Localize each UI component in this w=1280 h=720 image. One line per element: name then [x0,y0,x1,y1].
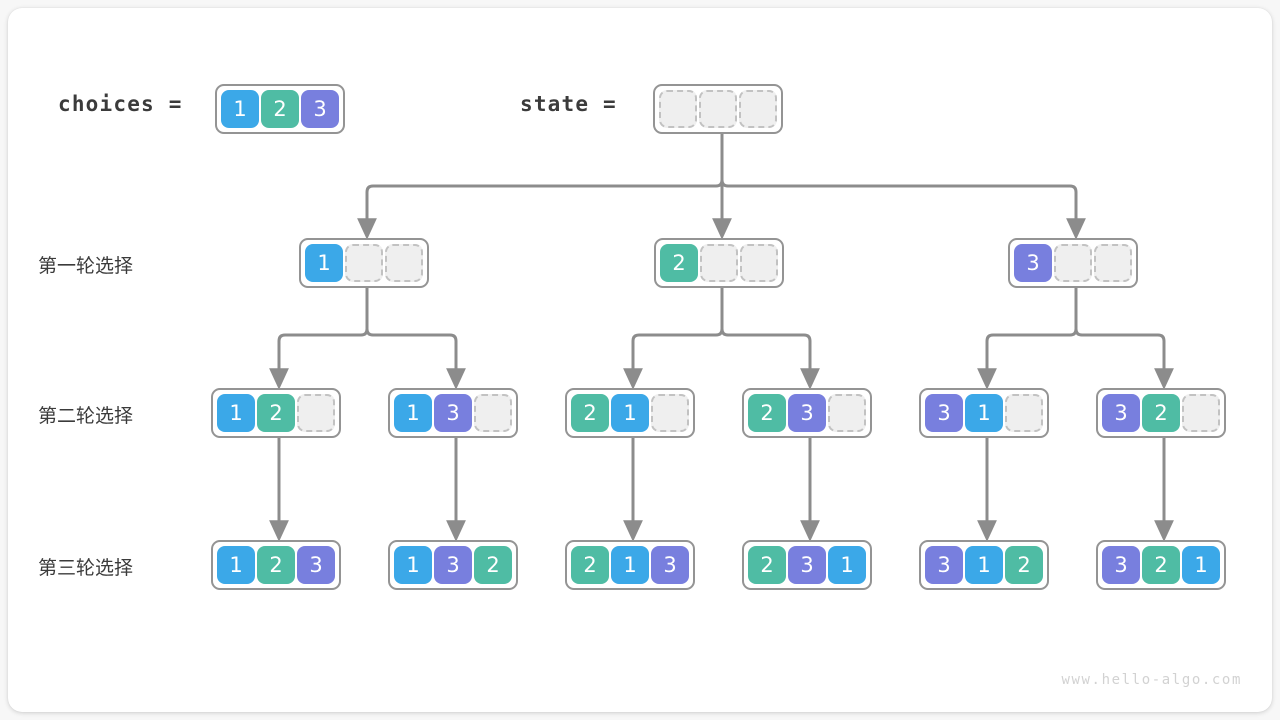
r3n6-cell-filled-0: 3 [1102,546,1140,584]
r2n6-cell-empty-2 [1182,394,1220,432]
r3n4-cell-filled-2: 1 [828,546,866,584]
r2n6-cell-filled-0: 3 [1102,394,1140,432]
tree-node-r1-n3: 3 [1008,238,1138,288]
r2n3-cell-filled-0: 2 [571,394,609,432]
r2n1-cell-filled-0: 1 [217,394,255,432]
r3n4-cell-filled-1: 3 [788,546,826,584]
r3n5-cell-filled-1: 1 [965,546,1003,584]
r2n3-cell-empty-2 [651,394,689,432]
r3n6-cell-filled-1: 2 [1142,546,1180,584]
tree-node-r1-n2: 2 [654,238,784,288]
r3n1-cell-filled-1: 2 [257,546,295,584]
r2n2-cell-filled-1: 3 [434,394,472,432]
r2n2-cell-filled-0: 1 [394,394,432,432]
r1n1-cell-filled-0: 1 [305,244,343,282]
r2n6-cell-filled-1: 2 [1142,394,1180,432]
choices-cell-filled-2: 3 [301,90,339,128]
r2n1-cell-filled-1: 2 [257,394,295,432]
r3n3-cell-filled-0: 2 [571,546,609,584]
r3n1-cell-filled-0: 1 [217,546,255,584]
row-label-round-1: 第一轮选择 [38,255,134,277]
r1n3-cell-empty-1 [1054,244,1092,282]
tree-node-r1-n1: 1 [299,238,429,288]
r2n1-cell-empty-2 [297,394,335,432]
row-label-round-2: 第二轮选择 [38,405,134,427]
r1n3-cell-filled-0: 3 [1014,244,1052,282]
figure-card [8,8,1272,712]
r3n2-cell-filled-1: 3 [434,546,472,584]
r1n2-cell-empty-2 [740,244,778,282]
r2n4-cell-filled-1: 3 [788,394,826,432]
r3n2-cell-filled-0: 1 [394,546,432,584]
choices-label: choices = [58,92,183,116]
r3n2-cell-filled-2: 2 [474,546,512,584]
r1n2-cell-filled-0: 2 [660,244,698,282]
r1n2-cell-empty-1 [700,244,738,282]
r2n4-cell-filled-0: 2 [748,394,786,432]
state-label: state = [520,92,617,116]
state-cell-empty-1 [699,90,737,128]
r1n1-cell-empty-2 [385,244,423,282]
state-cell-empty-0 [659,90,697,128]
r2n3-cell-filled-1: 1 [611,394,649,432]
r3n3-cell-filled-1: 1 [611,546,649,584]
r2n4-cell-empty-2 [828,394,866,432]
r3n4-cell-filled-0: 2 [748,546,786,584]
watermark: www.hello-algo.com [1061,672,1242,688]
choices-cell-filled-1: 2 [261,90,299,128]
state-cell-empty-2 [739,90,777,128]
r1n1-cell-empty-1 [345,244,383,282]
choices-cell-filled-0: 1 [221,90,259,128]
r2n5-cell-filled-0: 3 [925,394,963,432]
r2n5-cell-filled-1: 1 [965,394,1003,432]
r3n1-cell-filled-2: 3 [297,546,335,584]
r1n3-cell-empty-2 [1094,244,1132,282]
r2n5-cell-empty-2 [1005,394,1043,432]
row-label-round-3: 第三轮选择 [38,557,134,579]
r3n3-cell-filled-2: 3 [651,546,689,584]
r3n5-cell-filled-0: 3 [925,546,963,584]
r2n2-cell-empty-2 [474,394,512,432]
state-array [653,84,783,134]
r3n5-cell-filled-2: 2 [1005,546,1043,584]
r3n6-cell-filled-2: 1 [1182,546,1220,584]
